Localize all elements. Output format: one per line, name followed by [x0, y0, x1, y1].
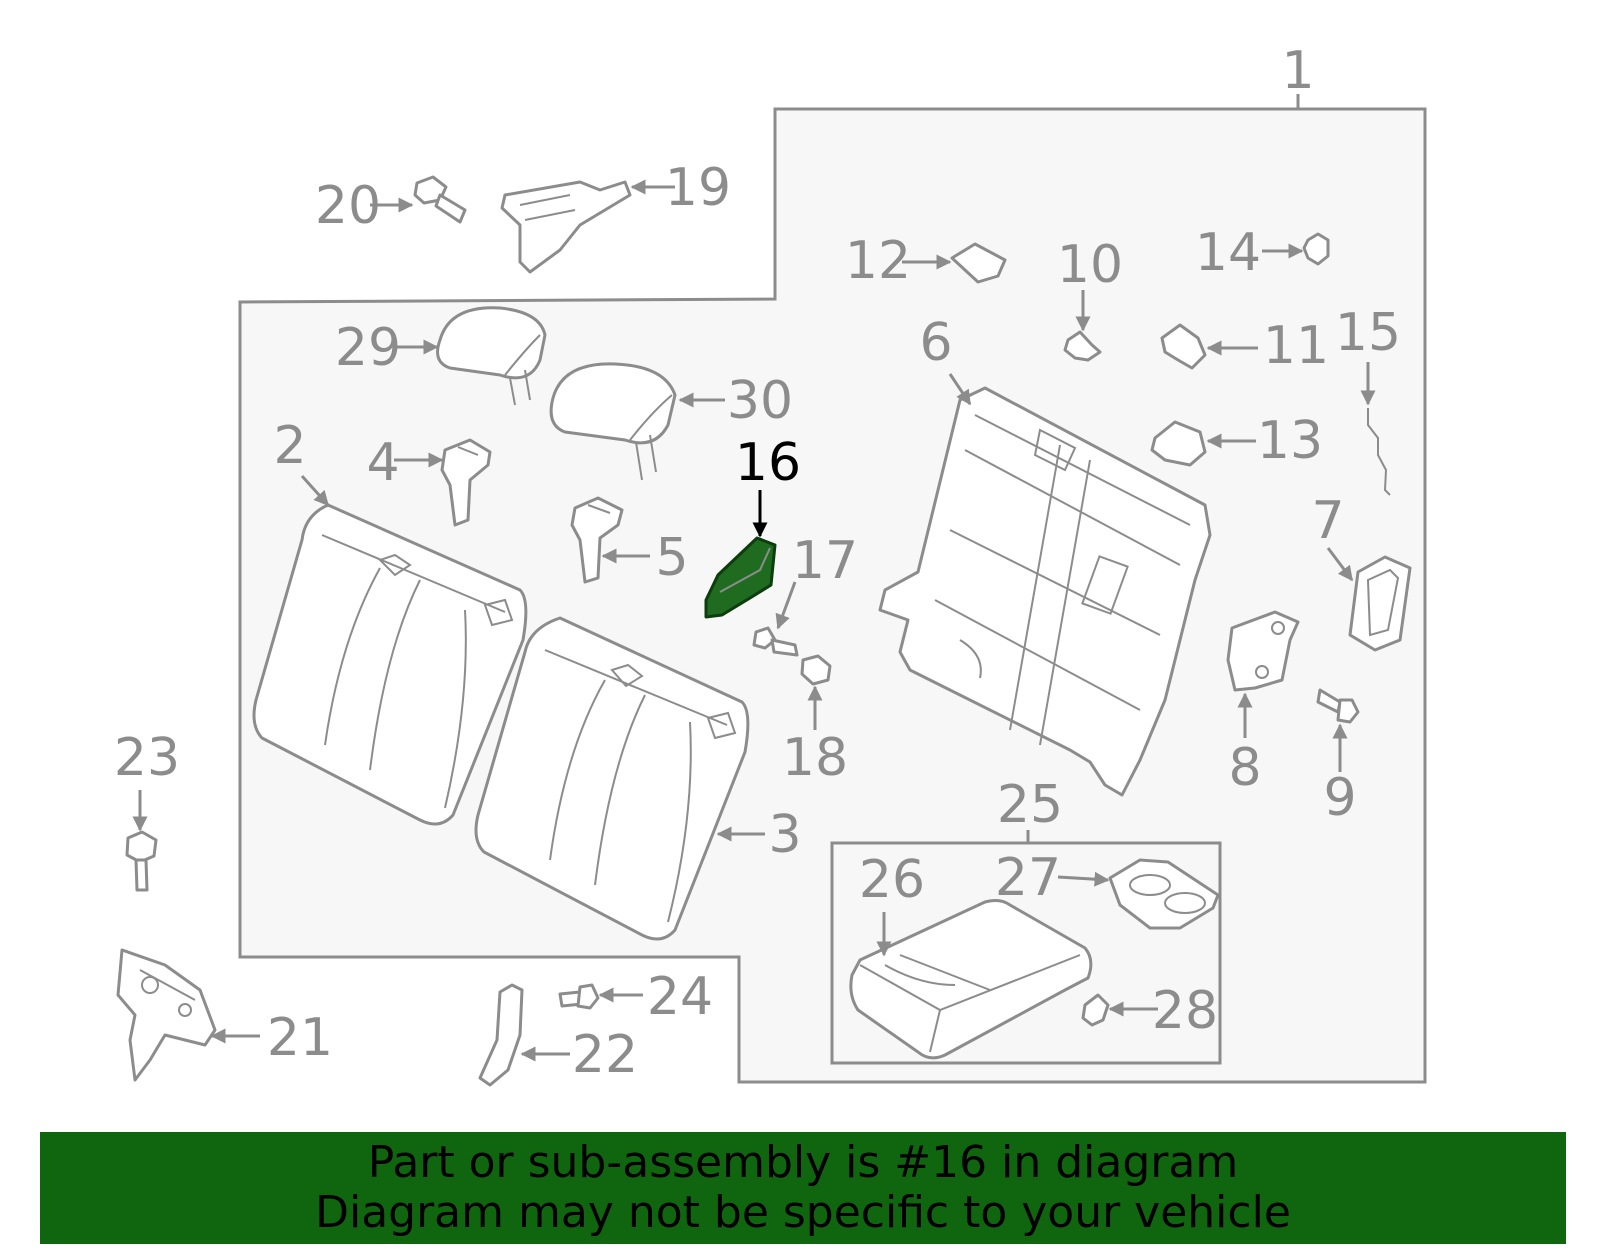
- part-24-bolt: [558, 983, 600, 1010]
- callout-6: 6: [919, 313, 952, 373]
- part-12-clip: [950, 242, 1007, 284]
- part-27-cup-holder: [1108, 858, 1220, 930]
- callout-20: 20: [315, 176, 381, 236]
- callout-23: 23: [114, 728, 180, 788]
- part-22-trim: [478, 983, 524, 1087]
- callout-30: 30: [727, 371, 793, 431]
- part-19-bracket: [500, 180, 632, 274]
- callout-2: 2: [273, 416, 306, 476]
- part-6-seatback-frame: [878, 386, 1212, 797]
- callout-11: 11: [1263, 316, 1329, 376]
- part-26-armrest: [849, 899, 1093, 1060]
- callout-13: 13: [1257, 411, 1323, 471]
- callout-4: 4: [366, 433, 399, 493]
- part-7-latch-handle: [1348, 555, 1412, 652]
- callout-1: 1: [1281, 41, 1314, 101]
- callout-26: 26: [859, 850, 925, 910]
- callout-16: 16: [735, 433, 801, 493]
- part-5-headrest-guide: [570, 496, 624, 584]
- callout-14: 14: [1195, 223, 1261, 283]
- part-13-latch: [1150, 420, 1207, 467]
- callout-10: 10: [1057, 235, 1123, 295]
- callout-18: 18: [782, 728, 848, 788]
- banner-line-1: Part or sub-assembly is #16 in diagram: [367, 1137, 1239, 1188]
- part-11-latch-cover: [1160, 323, 1207, 370]
- callout-24: 24: [647, 967, 713, 1027]
- callout-7: 7: [1311, 491, 1344, 551]
- info-banner: Part or sub-assembly is #16 in diagram D…: [40, 1132, 1566, 1244]
- callout-8: 8: [1228, 738, 1261, 798]
- part-16-highlighted: [704, 536, 777, 619]
- callout-12: 12: [845, 231, 911, 291]
- callout-22: 22: [572, 1025, 638, 1085]
- part-30-headrest: [549, 362, 677, 481]
- part-15-cable: [1367, 408, 1391, 496]
- callout-28: 28: [1152, 981, 1218, 1041]
- part-14-grommet: [1302, 232, 1330, 266]
- part-3-seatback-right: [474, 616, 750, 941]
- part-9-bolt: [1316, 688, 1360, 724]
- callout-9: 9: [1323, 768, 1356, 828]
- banner-line-2: Diagram may not be specific to your vehi…: [315, 1187, 1291, 1238]
- callout-3: 3: [768, 805, 801, 865]
- part-10-clip: [1063, 330, 1102, 362]
- part-18-nut: [800, 654, 832, 686]
- part-20-bolt: [413, 175, 467, 224]
- part-21-hinge: [116, 948, 217, 1082]
- part-29-headrest: [436, 306, 547, 406]
- callout-19: 19: [665, 158, 731, 218]
- callout-21: 21: [267, 1008, 333, 1068]
- part-2-seatback-left: [252, 503, 528, 826]
- part-28-clip: [1081, 993, 1110, 1027]
- callout-17: 17: [792, 531, 858, 591]
- callout-5: 5: [655, 528, 688, 588]
- callout-27: 27: [995, 848, 1061, 908]
- part-17-bolt: [752, 626, 799, 657]
- part-23-bolt: [125, 830, 158, 892]
- part-4-headrest-guide: [440, 438, 492, 527]
- callout-29: 29: [335, 318, 401, 378]
- callout-15: 15: [1335, 303, 1401, 363]
- part-8-bracket: [1226, 610, 1300, 692]
- callout-25: 25: [997, 775, 1063, 835]
